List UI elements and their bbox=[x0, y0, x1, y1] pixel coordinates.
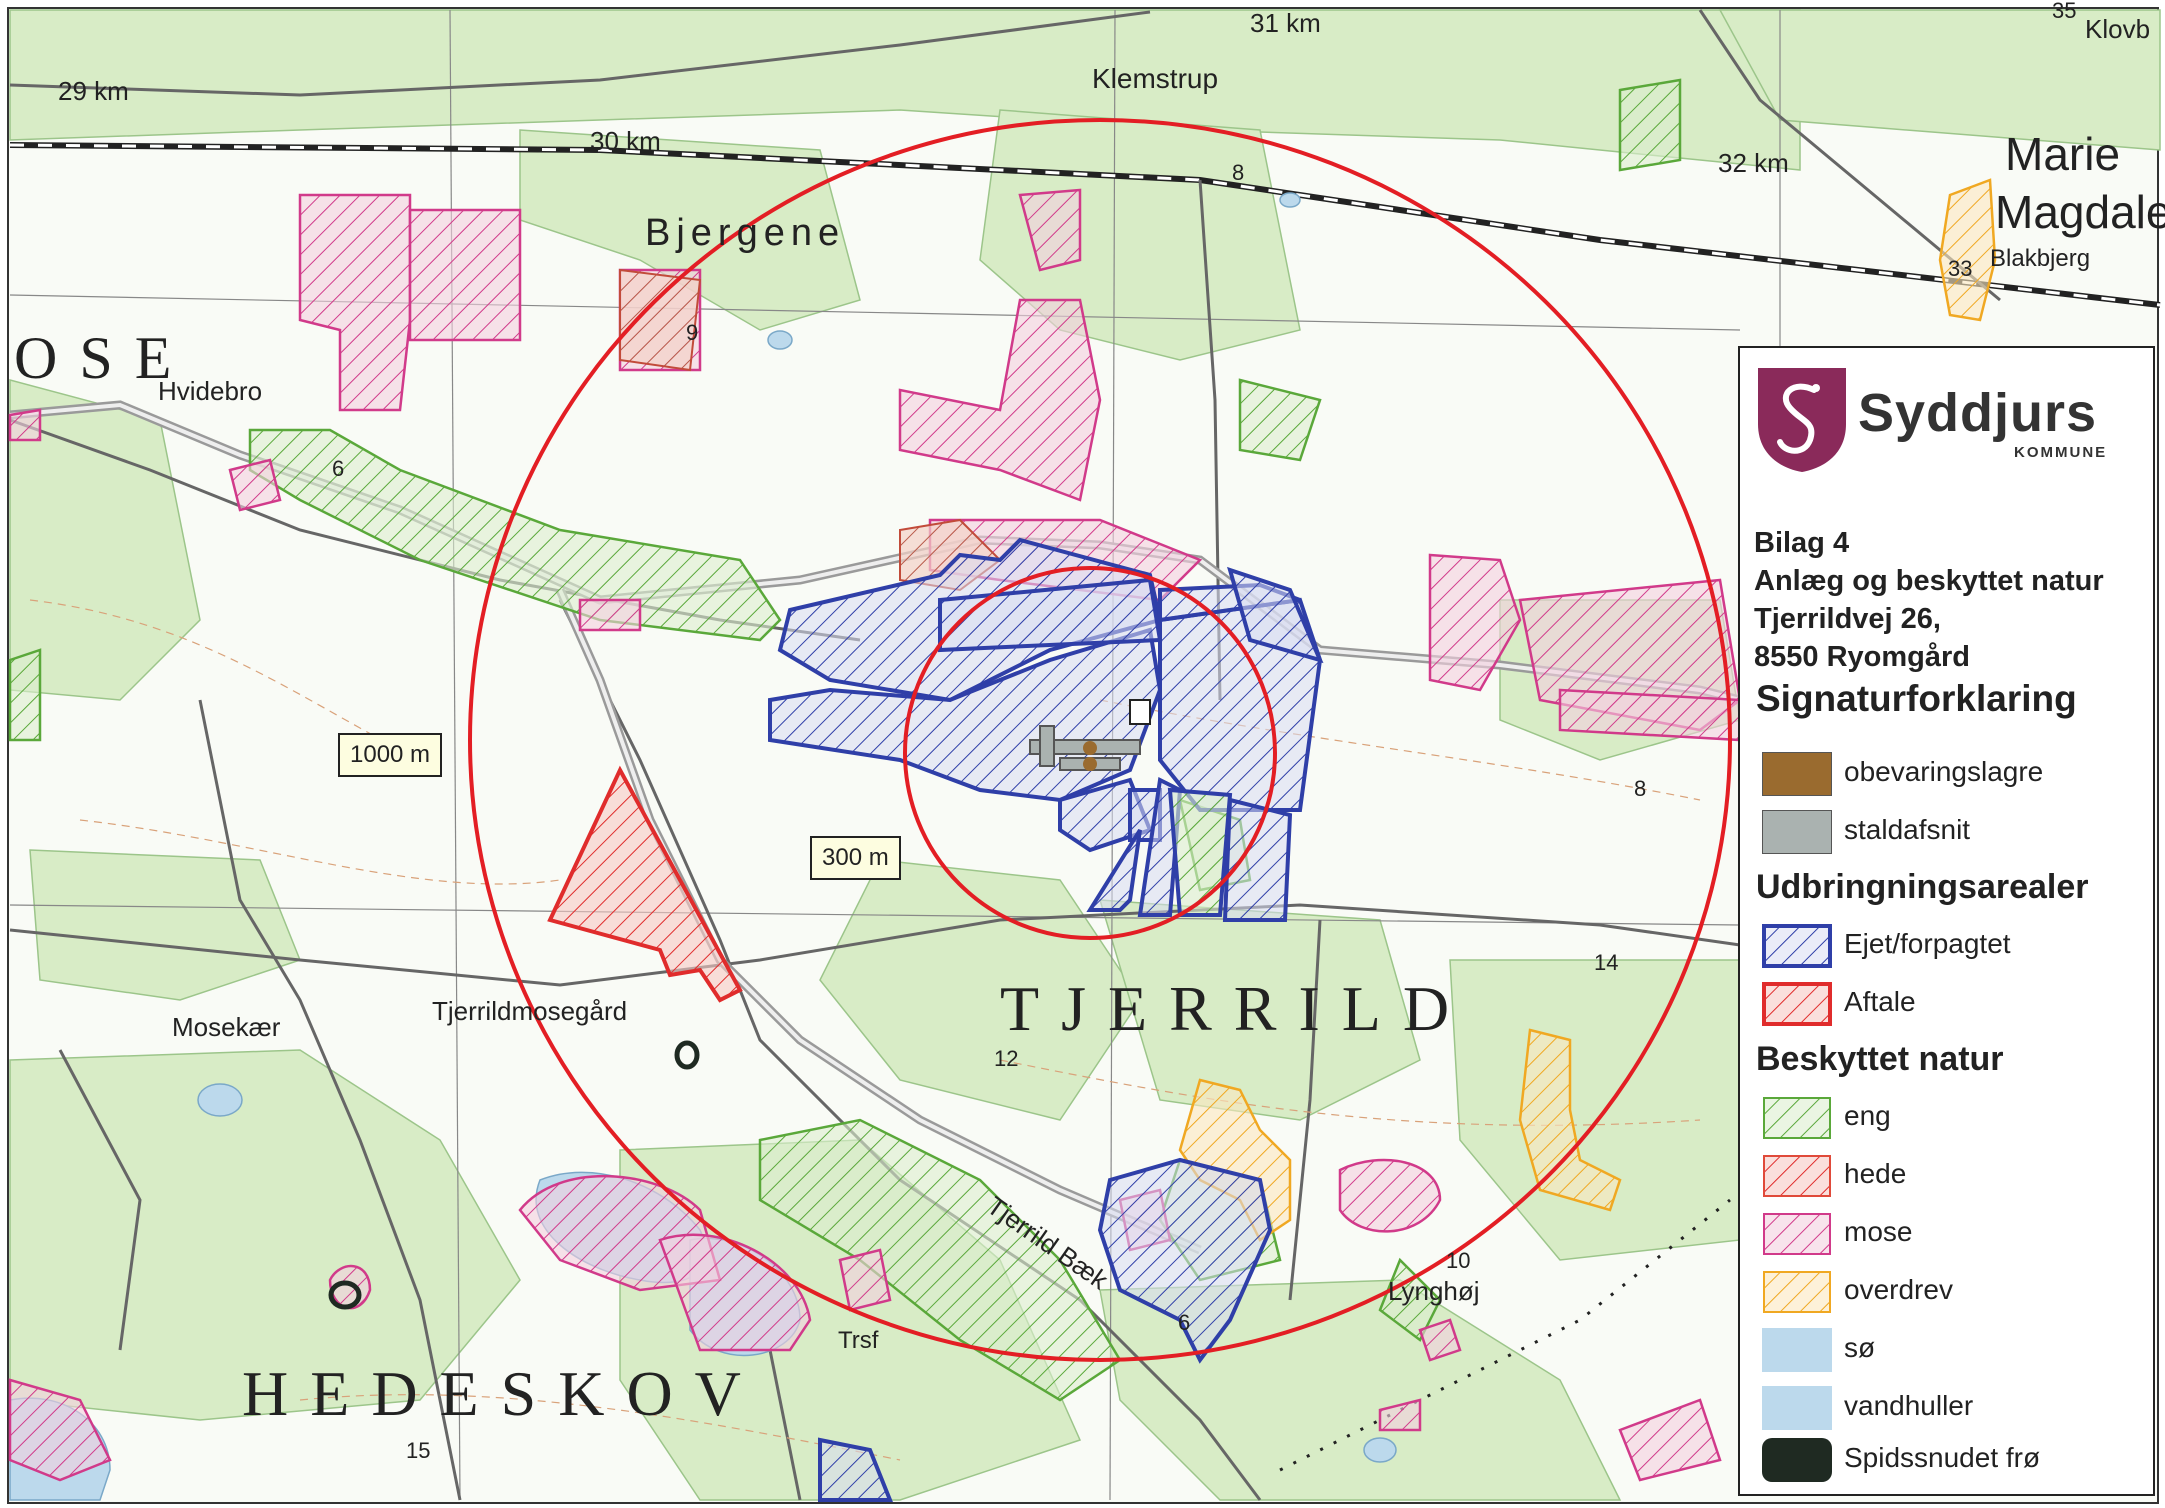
label-klemstrup: Klemstrup bbox=[1092, 63, 1218, 94]
legend-section-natur: Beskyttet natur bbox=[1756, 1040, 2004, 1078]
ejet-forpagtet-areas bbox=[768, 537, 1324, 1502]
label-tjerrild: TJERRILD bbox=[1000, 973, 1471, 1044]
label-trsf: Trsf bbox=[838, 1327, 879, 1354]
swatch-aftale bbox=[1762, 982, 1832, 1026]
legend-label: mose bbox=[1844, 1216, 1913, 1247]
radius-label-300m: 300 m bbox=[810, 836, 901, 880]
legend-item-hede: hede bbox=[1762, 1154, 2142, 1200]
swatch-overdrev bbox=[1763, 1271, 1831, 1313]
swatch-hede bbox=[1763, 1155, 1831, 1197]
spot-height: 6 bbox=[332, 456, 344, 481]
frog-icon bbox=[328, 1280, 362, 1310]
spot-height: 15 bbox=[406, 1438, 430, 1463]
label-klovb: Klovb bbox=[2085, 14, 2150, 44]
brand-sub: KOMMUNE bbox=[2014, 444, 2108, 461]
legend-section-udbringning: Udbringningsarealer bbox=[1756, 868, 2089, 906]
spot-height: 33 bbox=[1948, 256, 1972, 281]
swatch-so bbox=[1762, 1328, 1832, 1372]
label-tjerrildmosegaard: Tjerrildmosegård bbox=[432, 996, 627, 1026]
label-blakbjerg: Blakbjerg bbox=[1990, 245, 2090, 272]
km-label: 32 km bbox=[1718, 148, 1789, 178]
legend-label: Spidssnudet frø bbox=[1844, 1442, 2041, 1473]
label-bjergene: Bjergene bbox=[645, 212, 845, 254]
swatch-obevaringslagre bbox=[1762, 752, 1832, 796]
label-ose: OSE bbox=[14, 325, 193, 391]
label-hvidebro: Hvidebro bbox=[158, 376, 262, 406]
label-mosekaer: Mosekær bbox=[172, 1012, 281, 1042]
legend-item-aftale: Aftale bbox=[1762, 982, 2142, 1028]
spot-height: 12 bbox=[994, 1046, 1018, 1071]
legend-item-ejet-forpagtet: Ejet/forpagtet bbox=[1762, 924, 2142, 970]
km-label: 30 km bbox=[590, 126, 661, 156]
legend-label: eng bbox=[1844, 1100, 1891, 1131]
legend-label: overdrev bbox=[1844, 1274, 1953, 1305]
forest-areas bbox=[9, 9, 2161, 1501]
spot-height: 35 bbox=[2052, 0, 2076, 23]
legend-panel: Syddjurs KOMMUNE Bilag 4 Anlæg og beskyt… bbox=[1738, 346, 2155, 1496]
swatch-ejet-forpagtet bbox=[1762, 924, 1832, 968]
label-lynghoj: Lynghøj bbox=[1388, 1276, 1480, 1306]
frog-icon bbox=[674, 1040, 700, 1070]
label-hedeskov: HEDESKOV bbox=[242, 1358, 763, 1429]
km-label: 29 km bbox=[58, 76, 129, 106]
legend-item-so: sø bbox=[1762, 1328, 2142, 1374]
radius-label-1000m: 1000 m bbox=[338, 733, 443, 777]
legend-item-eng: eng bbox=[1762, 1096, 2142, 1142]
spot-height: 8 bbox=[1232, 160, 1244, 185]
legend-label: hede bbox=[1844, 1158, 1907, 1189]
legend-item-vandhuller: vandhuller bbox=[1762, 1386, 2142, 1432]
legend-label: staldafsnit bbox=[1844, 814, 1971, 845]
legend-label: obevaringslagre bbox=[1844, 756, 2044, 787]
legend-label: Ejet/forpagtet bbox=[1844, 928, 2011, 959]
legend-item-mose: mose bbox=[1762, 1212, 2142, 1258]
legend-item-spidssnudet-fro: Spidssnudet frø bbox=[1762, 1438, 2142, 1484]
spot-height: 8 bbox=[1634, 776, 1646, 801]
label-marie: Marie bbox=[2005, 128, 2120, 180]
label-magdalene: Magdale bbox=[1995, 186, 2165, 238]
frog-symbols bbox=[328, 1040, 700, 1310]
radius-circle-300m bbox=[903, 566, 1277, 940]
brand-name: Syddjurs bbox=[1858, 383, 2098, 443]
legend-item-obevaringslagre: obevaringslagre bbox=[1762, 752, 2142, 798]
doc-line: Bilag 4 bbox=[1754, 527, 1850, 559]
farm-buildings bbox=[1029, 699, 1151, 771]
doc-line: 8550 Ryomgård bbox=[1754, 641, 1970, 673]
document-info: Bilag 4 Anlæg og beskyttet natur Tjerril… bbox=[1754, 524, 2149, 676]
spot-height: 14 bbox=[1594, 950, 1618, 975]
radius-circle-1000m bbox=[468, 118, 1732, 1362]
syddjurs-logo-icon bbox=[1758, 368, 1846, 472]
km-labels: 29 km 30 km 31 km 32 km bbox=[58, 8, 1789, 178]
spot-height: 9 bbox=[686, 320, 698, 345]
legend-label: vandhuller bbox=[1844, 1390, 1974, 1421]
doc-line: Anlæg og beskyttet natur bbox=[1754, 565, 2104, 597]
swatch-staldafsnit bbox=[1762, 810, 1832, 854]
swatch-mose bbox=[1763, 1213, 1831, 1255]
legend-item-staldafsnit: staldafsnit bbox=[1762, 810, 2142, 856]
km-label: 31 km bbox=[1250, 8, 1321, 38]
swatch-spidssnudet-fro bbox=[1762, 1438, 1832, 1482]
spot-heights: 33 35 8 6 9 8 14 12 10 6 15 bbox=[332, 0, 2076, 1463]
legend-title: Signaturforklaring bbox=[1756, 678, 2077, 719]
spot-height: 6 bbox=[1178, 1310, 1190, 1335]
spot-height: 10 bbox=[1446, 1248, 1470, 1273]
aftale-area bbox=[547, 765, 743, 1003]
legend-item-overdrev: overdrev bbox=[1762, 1270, 2142, 1316]
legend-label: Aftale bbox=[1844, 986, 1916, 1017]
legend-label: sø bbox=[1844, 1332, 1876, 1363]
swatch-vandhuller bbox=[1762, 1386, 1832, 1430]
swatch-eng bbox=[1763, 1097, 1831, 1139]
doc-line: Tjerrildvej 26, bbox=[1754, 603, 1941, 635]
